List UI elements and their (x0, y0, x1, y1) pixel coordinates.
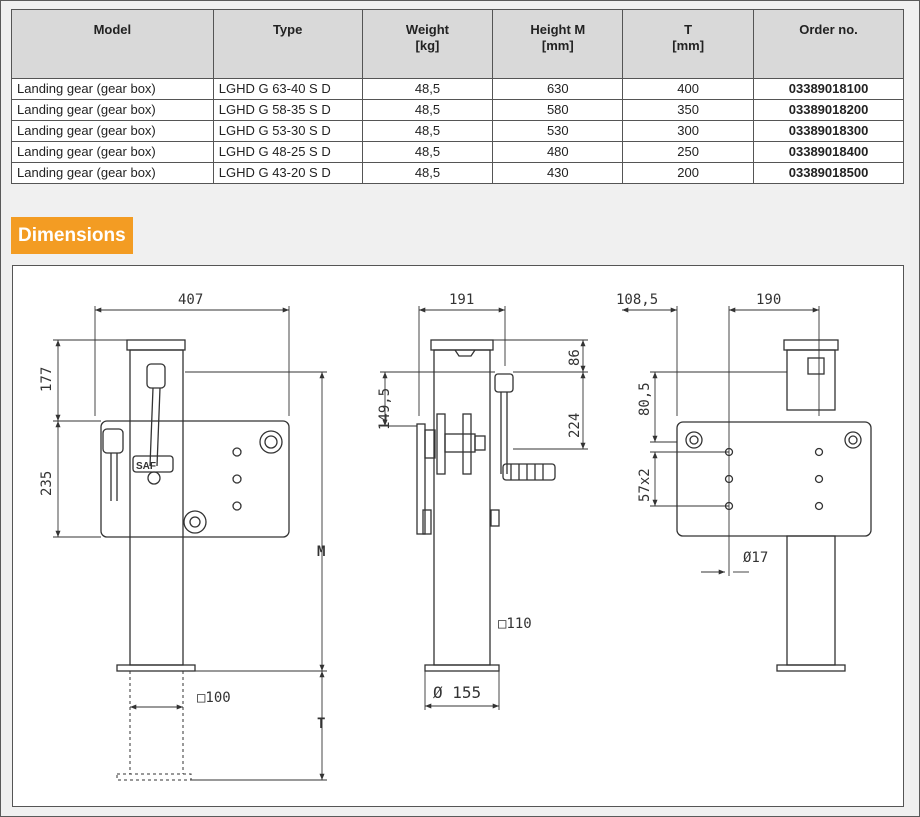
saf-logo: SAF (136, 461, 156, 472)
cell-order-no: 03389018100 (753, 78, 904, 100)
tube-cap (126, 339, 186, 351)
crank-head (146, 363, 166, 389)
col-header-type: Type (212, 9, 363, 79)
middle-tube (433, 349, 491, 666)
right-mounting-plate (676, 421, 872, 537)
dim-224: 224 (567, 413, 583, 438)
crank-grip (502, 463, 556, 481)
dim-177: 177 (39, 367, 55, 392)
col-header-model: Model (11, 9, 214, 79)
dim-108-5: 108,5 (616, 292, 658, 308)
cell-height: 530 (492, 120, 624, 142)
dim-57x2: 57x2 (637, 468, 653, 502)
middle-view (380, 306, 588, 710)
cell-t: 250 (622, 141, 755, 163)
outer-tube (129, 349, 184, 666)
dim-foot-square: □100 (197, 690, 231, 706)
dim-m: M (317, 544, 325, 560)
cell-model: Landing gear (gear box) (11, 120, 214, 142)
cell-weight: 48,5 (361, 99, 494, 121)
cell-order-no: 03389018500 (753, 162, 904, 184)
cell-weight: 48,5 (361, 162, 494, 184)
col-header-t: T[mm] (622, 9, 755, 79)
gear-hub (183, 510, 207, 534)
cell-type: LGHD G 48-25 S D (212, 141, 363, 163)
cell-weight: 48,5 (361, 120, 494, 142)
table-row: Landing gear (gear box) LGHD G 63-40 S D… (11, 78, 904, 100)
table-row: Landing gear (gear box) LGHD G 43-20 S D… (11, 162, 904, 184)
cell-t: 300 (622, 120, 755, 142)
table-row: Landing gear (gear box) LGHD G 53-30 S D… (11, 120, 904, 142)
cell-order-no: 03389018200 (753, 99, 904, 121)
plate-hole-inner (264, 435, 278, 449)
left-view (53, 306, 327, 781)
side-plate (416, 423, 426, 535)
col-header-order: Order no. (753, 9, 904, 79)
cell-model: Landing gear (gear box) (11, 141, 214, 163)
plate-hole (259, 430, 283, 454)
section-title-dimensions: Dimensions (11, 217, 133, 254)
dim-86: 86 (567, 349, 583, 366)
middle-foot (424, 664, 500, 672)
dim-t: T (317, 716, 325, 732)
table-header-row: Model Type Weight[kg] Height M[mm] T[mm]… (11, 9, 904, 79)
cell-order-no: 03389018400 (753, 141, 904, 163)
col-header-height: Height M[mm] (492, 9, 624, 79)
cell-height: 630 (492, 78, 624, 100)
cell-height: 430 (492, 162, 624, 184)
dim-407: 407 (178, 292, 203, 308)
col-header-weight: Weight[kg] (361, 9, 494, 79)
right-tube-lower (786, 535, 836, 666)
technical-drawing-svg: 407 177 235 M T □100 SAF (39, 292, 872, 781)
table-row: Landing gear (gear box) LGHD G 48-25 S D… (11, 141, 904, 163)
dim-191: 191 (449, 292, 474, 308)
right-view (622, 306, 872, 672)
dim-tube-square: □110 (498, 616, 532, 632)
cell-order-no: 03389018300 (753, 120, 904, 142)
cell-t: 200 (622, 162, 755, 184)
dimension-drawing: 407 177 235 M T □100 SAF (12, 265, 904, 807)
cell-model: Landing gear (gear box) (11, 78, 214, 100)
cell-type: LGHD G 58-35 S D (212, 99, 363, 121)
right-foot (776, 664, 846, 672)
dim-foot-diameter: Ø 155 (433, 683, 481, 702)
dim-235: 235 (39, 471, 55, 496)
cell-height: 580 (492, 99, 624, 121)
right-tube-upper (786, 349, 836, 411)
cell-t: 350 (622, 99, 755, 121)
cell-model: Landing gear (gear box) (11, 99, 214, 121)
cell-t: 400 (622, 78, 755, 100)
dim-190: 190 (756, 292, 781, 308)
cell-weight: 48,5 (361, 78, 494, 100)
foot-plate (116, 664, 196, 672)
cell-type: LGHD G 53-30 S D (212, 120, 363, 142)
cell-model: Landing gear (gear box) (11, 162, 214, 184)
table-row: Landing gear (gear box) LGHD G 58-35 S D… (11, 99, 904, 121)
spec-table: Model Type Weight[kg] Height M[mm] T[mm]… (11, 9, 904, 184)
dim-149-5: 149,5 (377, 388, 393, 430)
dim-80-5: 80,5 (637, 382, 653, 416)
cell-type: LGHD G 43-20 S D (212, 162, 363, 184)
cell-weight: 48,5 (361, 141, 494, 163)
cell-height: 480 (492, 141, 624, 163)
dim-hole-diameter: Ø17 (743, 550, 768, 566)
mounting-plate (100, 420, 290, 538)
cell-type: LGHD G 63-40 S D (212, 78, 363, 100)
